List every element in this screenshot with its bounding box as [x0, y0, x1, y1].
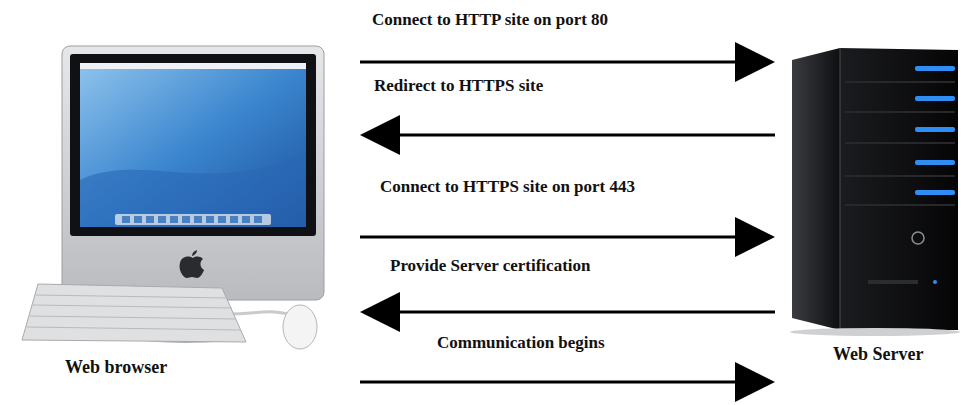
arrow-label: Redirect to HTTPS site: [372, 76, 545, 96]
server-node: Web Server: [775, 40, 965, 395]
arrow-label: Communication begins: [435, 333, 607, 353]
browser-node: Web browser: [10, 10, 360, 392]
arrow-connector: [360, 292, 775, 332]
arrow-connector: [360, 217, 775, 257]
arrow-label: Connect to HTTPS site on port 443: [378, 177, 637, 197]
arrow-connector: [360, 362, 775, 402]
arrow-label: Provide Server certification: [388, 256, 592, 276]
arrow-connector: [360, 115, 775, 155]
arrow-label: Connect to HTTP site on port 80: [370, 10, 610, 30]
node-label: Web Server: [833, 344, 923, 365]
node-label: Web browser: [65, 357, 167, 378]
